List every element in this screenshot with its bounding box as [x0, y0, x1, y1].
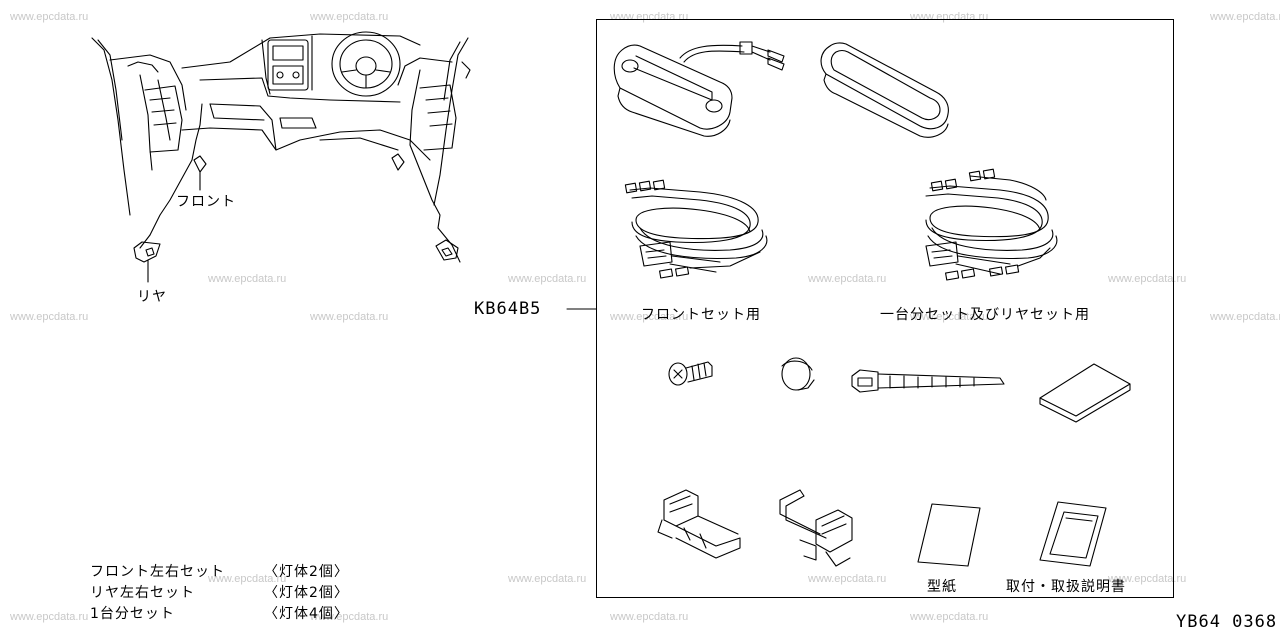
watermark: www.epcdata.ru — [610, 611, 689, 623]
watermark: www.epcdata.ru — [1108, 573, 1187, 585]
template-label: 型紙 — [927, 579, 957, 595]
watermark: www.epcdata.ru — [10, 611, 89, 623]
watermark: www.epcdata.ru — [208, 573, 287, 585]
watermark: www.epcdata.ru — [508, 273, 587, 285]
full-and-rear-harness-label: 一台分セット及びリヤセット用 — [880, 307, 1090, 323]
car-interior-illustration — [91, 31, 471, 283]
watermark: www.epcdata.ru — [910, 311, 989, 323]
watermark: www.epcdata.ru — [310, 311, 389, 323]
set-table-qty: 〈灯体2個〉 — [264, 564, 349, 580]
lamp-unit-illustration — [613, 41, 785, 137]
watermark: www.epcdata.ru — [910, 11, 989, 23]
watermark: www.epcdata.ru — [208, 273, 287, 285]
adhesive-pad-illustration — [1039, 363, 1131, 423]
watermark: www.epcdata.ru — [1108, 273, 1187, 285]
watermark: www.epcdata.ru — [610, 11, 689, 23]
manual-label: 取付・取扱説明書 — [1006, 579, 1126, 595]
watermark: www.epcdata.ru — [10, 311, 89, 323]
watermark: www.epcdata.ru — [910, 611, 989, 623]
set-table-name: フロント左右セット — [90, 564, 225, 580]
gasket-illustration — [820, 42, 949, 138]
full-set-harness-illustration — [925, 168, 1058, 281]
front-harness-illustration — [624, 179, 768, 279]
watermark: www.epcdata.ru — [808, 573, 887, 585]
paper-template-illustration — [917, 503, 981, 567]
cable-tie-illustration — [851, 369, 1005, 393]
front-lamp-label: フロント — [176, 194, 236, 210]
manual-illustration — [1039, 501, 1107, 567]
set-table-name: リヤ左右セット — [90, 585, 195, 601]
part-code: KB64B5 — [474, 299, 542, 319]
watermark: www.epcdata.ru — [310, 11, 389, 23]
watermark: www.epcdata.ru — [610, 311, 689, 323]
set-table-qty: 〈灯体2個〉 — [264, 585, 349, 601]
figure-id: YB64 0368 — [1176, 612, 1278, 632]
watermark: www.epcdata.ru — [1210, 11, 1280, 23]
grommet-illustration — [781, 357, 815, 391]
wire-tap-connector-illustration — [657, 489, 741, 559]
set-table-qty: 〈灯体4個〉 — [264, 606, 349, 622]
set-table-name: 1台分セット — [90, 606, 175, 622]
watermark: www.epcdata.ru — [808, 273, 887, 285]
watermark: www.epcdata.ru — [10, 11, 89, 23]
splice-connector-illustration — [779, 489, 853, 567]
front-set-harness-label: フロントセット用 — [641, 307, 761, 323]
kit-frame — [596, 19, 1174, 598]
watermark: www.epcdata.ru — [1210, 311, 1280, 323]
watermark: www.epcdata.ru — [508, 573, 587, 585]
rear-lamp-label: リヤ — [137, 289, 167, 305]
watermark: www.epcdata.ru — [310, 611, 389, 623]
screw-illustration — [668, 361, 713, 386]
